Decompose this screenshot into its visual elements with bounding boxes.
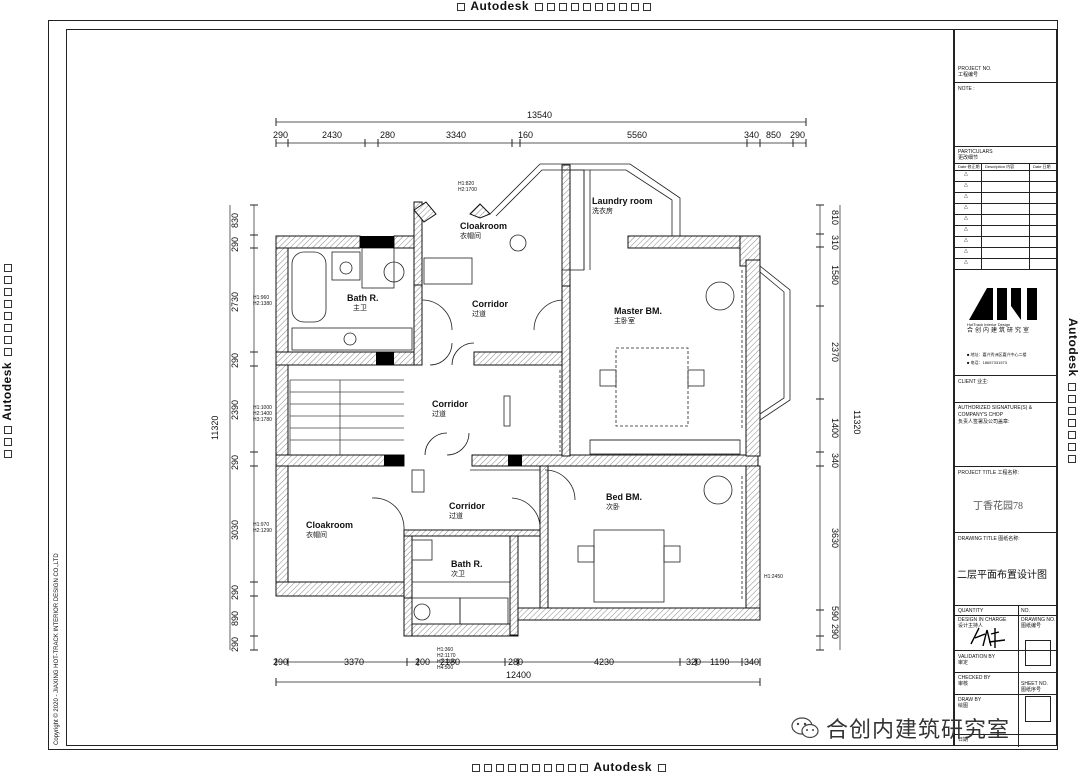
room-master-bedroom: Master BM. 主卧室: [614, 306, 663, 325]
outer-frame: [48, 20, 1058, 750]
room-bath-main: Bath R. 主卫: [347, 293, 379, 312]
room-laundry: Laundry room 洗衣房: [592, 196, 653, 215]
room-corridor-1: Corridor 过道: [472, 299, 508, 318]
dim-left: 830: [230, 212, 240, 228]
room-bath-sub: Bath R. 次卫: [451, 559, 483, 578]
inner-frame: [66, 29, 954, 746]
revision-triangle-icon: △: [964, 259, 968, 265]
dim-top: 850: [766, 130, 782, 140]
room-corridor-2: Corridor 过道: [432, 399, 468, 418]
dim-right: 1580: [830, 265, 840, 286]
dim-left: 2730: [230, 291, 240, 312]
dim-bottom: 1190: [710, 657, 730, 667]
revision-triangle-icon: △: [964, 226, 968, 232]
dim-right: 1400: [830, 418, 840, 439]
dim-left-total: 11320: [210, 415, 220, 440]
room-corridor-3: Corridor 过道: [449, 501, 485, 520]
revision-triangle-icon: △: [964, 215, 968, 221]
company-logo: [969, 288, 1037, 320]
dim-right: 340: [830, 453, 840, 469]
drawing-name: 二层平面布置设计图: [957, 570, 1047, 581]
dim-right: 810: [830, 210, 840, 226]
dim-bottom: 320: [686, 657, 702, 667]
dim-left: 290: [230, 636, 240, 652]
dim-top-total: 13540: [527, 110, 553, 120]
dim-right: 310: [830, 235, 840, 251]
title-block: PROJECT NO. 工程编号 NOTE : PARTICULARS 更改细节…: [954, 29, 1057, 747]
dim-top: 340: [744, 130, 760, 140]
dim-left: 290: [230, 584, 240, 600]
project-name: 丁香花园78: [973, 501, 1023, 512]
revision-triangle-icon: △: [964, 248, 968, 254]
dim-top: 160: [518, 130, 534, 140]
floor-plan: [229, 118, 841, 686]
dim-left: 2390: [230, 399, 240, 420]
revision-triangle-icon: △: [964, 193, 968, 199]
revision-triangle-icon: △: [964, 237, 968, 243]
revision-triangle-icon: △: [964, 182, 968, 188]
dim-left: 290: [230, 454, 240, 470]
room-cloakroom-top: Cloakroom 衣帽间: [460, 221, 508, 240]
dim-top: 280: [380, 130, 396, 140]
border-brand-bottom: Autodesk: [470, 760, 668, 774]
watermark: 合创内建筑研究室: [790, 712, 1010, 744]
dim-bottom: 4230: [594, 657, 615, 667]
dim-top: 5560: [627, 130, 648, 140]
height-note: H1:2450: [764, 574, 783, 580]
dim-bottom: 340: [744, 657, 760, 667]
dim-left: 290: [230, 236, 240, 252]
dim-top: 2430: [322, 130, 343, 140]
revision-triangle-icon: △: [964, 171, 968, 177]
dim-left: 290: [230, 352, 240, 368]
room-cloakroom-bottom: Cloakroom 衣帽间: [306, 520, 354, 539]
dim-bottom: 2180: [440, 657, 461, 667]
border-brand-right: Autodesk: [1066, 318, 1080, 465]
dim-right-total: 11320: [852, 410, 862, 435]
dim-top: 290: [790, 130, 806, 140]
wechat-icon: [791, 717, 819, 739]
dim-right: 3630: [830, 528, 840, 549]
dim-left: 3030: [230, 519, 240, 540]
revision-triangle-icon: △: [964, 204, 968, 210]
dim-top: 3340: [446, 130, 467, 140]
border-brand-top: Autodesk: [455, 0, 653, 13]
signature-icon: [970, 627, 1006, 648]
dim-bottom: 200: [415, 657, 431, 667]
dim-right: 290: [830, 624, 840, 640]
dim-bottom-total: 12400: [506, 670, 532, 680]
dim-right: 2370: [830, 342, 840, 363]
dim-right: 590: [830, 606, 840, 622]
dim-bottom: 280: [508, 657, 524, 667]
dim-bottom: 3370: [344, 657, 365, 667]
dim-bottom: 290: [273, 657, 289, 667]
dim-top: 290: [273, 130, 289, 140]
room-bed: Bed BM. 次卧: [606, 492, 642, 511]
dim-left: 890: [230, 610, 240, 626]
